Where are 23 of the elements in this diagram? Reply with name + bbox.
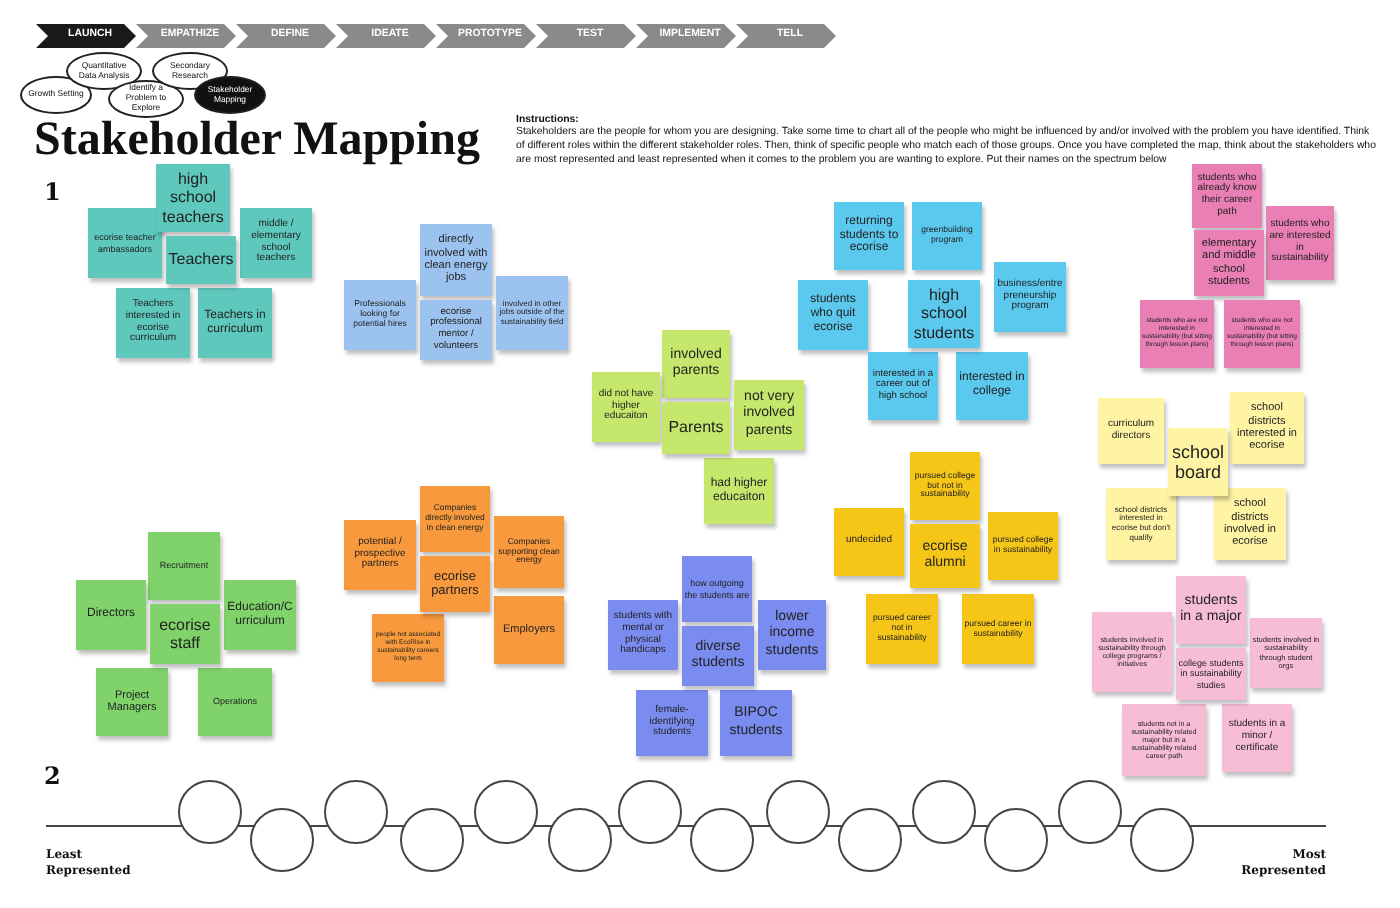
sticky-note: high school students: [908, 280, 980, 348]
sticky-note: Parents: [662, 402, 730, 454]
empty-circle: [250, 808, 314, 872]
empty-circle: [474, 780, 538, 844]
section-number: 1: [44, 178, 61, 206]
empty-circle: [1058, 780, 1122, 844]
empty-circle: [548, 808, 612, 872]
section-number: 2: [44, 762, 61, 790]
empty-circle: [984, 808, 1048, 872]
empty-circle: [690, 808, 754, 872]
empty-circle: [766, 780, 830, 844]
empty-circle: [912, 780, 976, 844]
empty-circle: [324, 780, 388, 844]
sticky-note: high school teachers: [156, 164, 230, 232]
sticky-note: school board: [1168, 428, 1228, 496]
sticky-note: Teachers: [166, 236, 236, 284]
sticky-note: ecorise staff: [150, 604, 220, 664]
empty-circle: [400, 808, 464, 872]
empty-circle: [178, 780, 242, 844]
title: Stakeholder Mapping: [34, 116, 480, 167]
empty-circle: [838, 808, 902, 872]
empty-circle: [618, 780, 682, 844]
empty-circle: [1130, 808, 1194, 872]
